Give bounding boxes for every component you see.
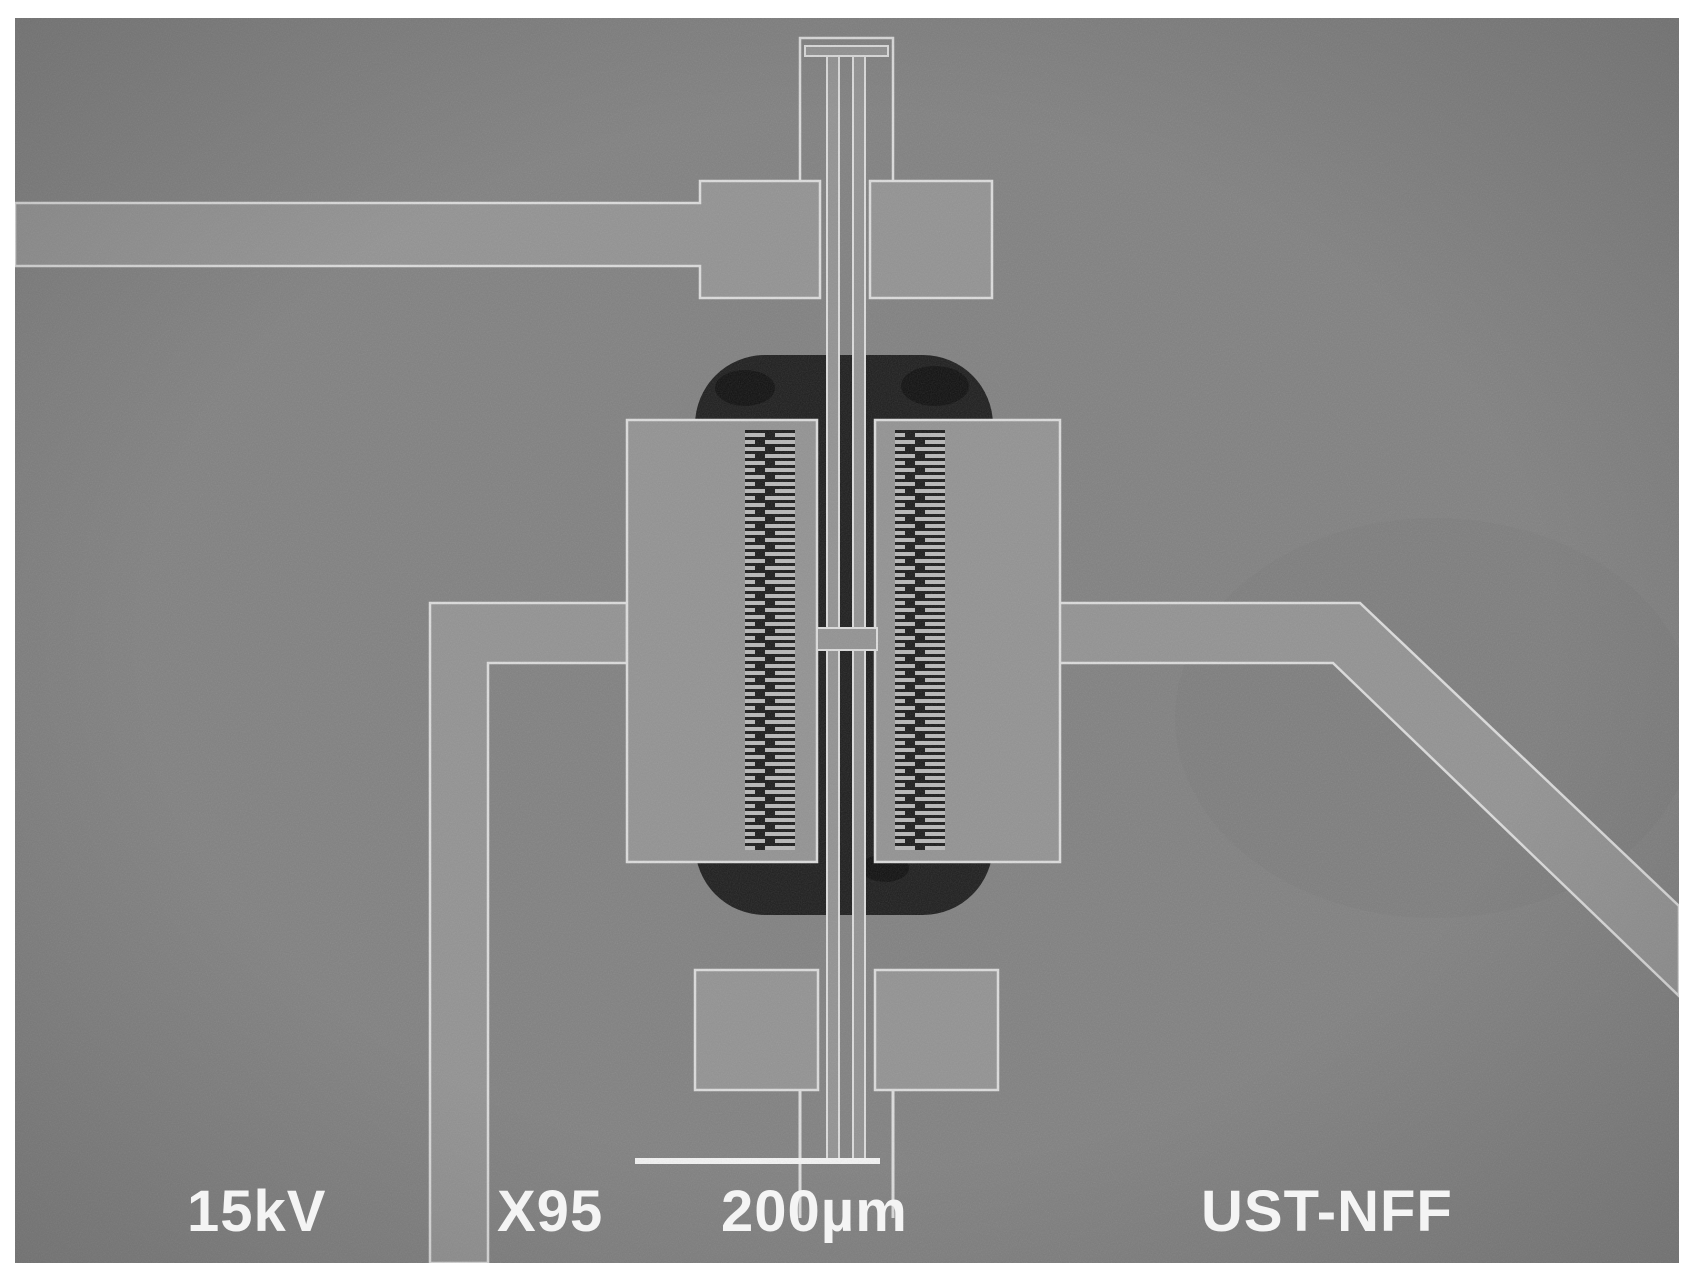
scale-bar-label: 200µm	[721, 1179, 908, 1244]
magnification-label: X95	[497, 1179, 604, 1244]
facility-label: UST-NFF	[1201, 1179, 1453, 1244]
accelerating-voltage-label: 15kV	[187, 1179, 327, 1244]
vignette-overlay	[15, 18, 1679, 1263]
sem-micrograph: 15kV X95 200µm UST-NFF	[15, 18, 1679, 1263]
